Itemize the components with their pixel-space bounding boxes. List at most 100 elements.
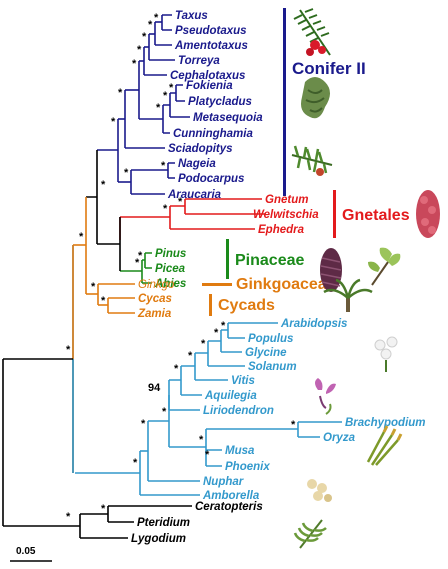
taxon-liriodendron: Liriodendron (203, 405, 274, 417)
taxon-arabidopsis: Arabidopsis (280, 318, 347, 330)
support-star: * (66, 344, 71, 356)
support-star: * (137, 44, 142, 56)
taxon-musa: Musa (225, 445, 255, 457)
cypress-illustration (301, 77, 330, 119)
taxon-ceratopteris: Ceratopteris (195, 501, 263, 513)
fern-illustration (293, 519, 327, 549)
support-star: * (201, 338, 206, 350)
taxon-pinus: Pinus (155, 248, 186, 260)
support-star: * (162, 406, 167, 418)
bootstrap-value: 94 (148, 382, 161, 394)
taxon-picea: Picea (155, 263, 186, 275)
gnepine-joint (97, 217, 121, 271)
support-star: * (101, 503, 106, 515)
ginkgo-illustration (368, 247, 401, 286)
scale-label: 0.05 (16, 546, 36, 557)
taxon-nuphar: Nuphar (203, 476, 244, 488)
pinecone-illustration (320, 248, 342, 292)
group-ginkgoaceae: Ginkgoaceae (236, 276, 336, 293)
taxon-fokienia: Fokienia (186, 80, 233, 92)
taxon-oryza: Oryza (323, 432, 356, 444)
gnetum-illustration (416, 190, 440, 238)
support-star: * (138, 250, 143, 262)
group-conifer-ii: Conifer II (292, 59, 366, 78)
support-star: * (163, 90, 168, 102)
support-star: * (91, 281, 96, 293)
group-annotations: Conifer II Gnetales Pinaceae Ginkgoaceae… (202, 8, 410, 316)
scale-bar: 0.05 (10, 546, 52, 562)
taxon-cunninghamia: Cunninghamia (173, 128, 253, 140)
taxon-glycine: Glycine (245, 347, 287, 359)
taxon-amborella: Amborella (202, 490, 260, 502)
support-star: * (132, 58, 137, 70)
ginkgo-cycad-branches (73, 197, 135, 314)
taxon-abies: Abies (154, 278, 186, 290)
support-star: * (221, 320, 226, 332)
angiosperm-labels: Arabidopsis Populus Glycine Solanum Viti… (202, 318, 426, 502)
support-star: * (156, 102, 161, 114)
taxon-pseudotaxus: Pseudotaxus (175, 25, 247, 37)
support-star: * (174, 363, 179, 375)
taxon-cephalotaxus: Cephalotaxus (170, 70, 245, 82)
taxon-phoenix: Phoenix (225, 461, 270, 473)
conifer-ii-branches (97, 14, 190, 195)
taxon-taxus: Taxus (175, 10, 208, 22)
conifer-labels: Taxus Pseudotaxus Amentotaxus Torreya Ce… (167, 10, 263, 201)
taxon-torreya: Torreya (178, 55, 220, 67)
amborella-illustration (307, 479, 332, 502)
taxon-araucaria: Araucaria (167, 189, 222, 201)
gnetales-labels: Gnetum Welwitschia Ephedra (253, 194, 319, 236)
taxon-solanum: Solanum (248, 361, 297, 373)
support-star: * (101, 179, 106, 191)
aquilegia-illustration (315, 378, 336, 415)
support-star: * (148, 19, 153, 31)
taxon-populus: Populus (248, 333, 293, 345)
support-star: * (101, 295, 106, 307)
support-star: * (135, 257, 140, 269)
cycad-illustration (323, 278, 373, 312)
pinaceae-labels: Pinus Picea Abies (154, 248, 186, 290)
conifers-joint (86, 150, 98, 244)
support-star: * (188, 350, 193, 362)
taxon-vitis: Vitis (231, 375, 255, 387)
taxon-aquilegia: Aquilegia (204, 390, 257, 402)
support-star: * (199, 434, 204, 446)
taxon-ginkgo: Ginkgo (138, 279, 175, 291)
ginkgo-cycad-labels: Ginkgo Cycas Zamia (137, 279, 175, 320)
taxon-metasequoia: Metasequoia (193, 112, 263, 124)
taxon-ephedra: Ephedra (258, 224, 305, 236)
arabidopsis-illustration (374, 336, 398, 372)
podocarpus-illustration (291, 145, 333, 176)
group-cycads: Cycads (218, 297, 275, 314)
taxon-pteridium: Pteridium (137, 517, 190, 529)
support-stars: * * * * * * * * * * * * * * * * * * * * … (66, 12, 296, 523)
conifer-ii-bar (283, 8, 286, 196)
group-gnetales: Gnetales (342, 207, 410, 224)
support-star: * (291, 419, 296, 431)
support-star: * (214, 327, 219, 339)
group-pinaceae: Pinaceae (235, 252, 304, 269)
cycads-bar (209, 294, 212, 316)
support-star: * (79, 231, 84, 243)
taxon-cycas: Cycas (138, 293, 172, 305)
support-star: * (142, 31, 147, 43)
support-star: * (66, 511, 71, 523)
taxon-nageia: Nageia (178, 158, 216, 170)
gnetales-branches (119, 198, 265, 240)
fern-branches (2, 358, 192, 539)
fern-labels: Ceratopteris Pteridium Lygodium (131, 501, 263, 545)
taxon-gnetum: Gnetum (265, 194, 308, 206)
taxon-zamia: Zamia (137, 308, 172, 320)
support-star: * (169, 82, 174, 94)
taxon-podocarpus: Podocarpus (178, 173, 244, 185)
support-star: * (133, 457, 138, 469)
support-star: * (124, 167, 129, 179)
pinaceae-bar (226, 239, 229, 279)
taxus-illustration (293, 8, 331, 56)
support-star: * (161, 160, 166, 172)
taxon-sciadopitys: Sciadopitys (168, 143, 233, 155)
gnetales-bar (333, 190, 336, 238)
support-star: * (141, 418, 146, 430)
